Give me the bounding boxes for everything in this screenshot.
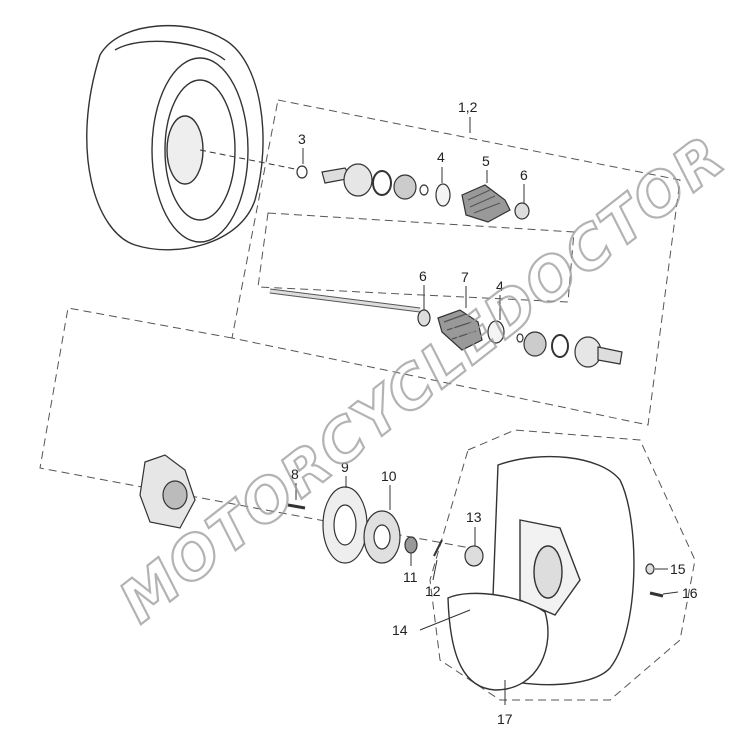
wheel-bottom-right	[419, 455, 635, 705]
callout-4a: 4	[437, 149, 445, 165]
callout-4b: 4	[496, 278, 504, 294]
cv-inner-joint	[574, 336, 602, 368]
bolt-8	[287, 503, 306, 510]
callout-10: 10	[381, 468, 397, 484]
lower-axle-parts	[269, 288, 623, 368]
callout-6a: 6	[520, 167, 528, 183]
callout-labels: 1,2 3 4 5 6 6 7 4 8 9 10 11 12 13 14 15 …	[291, 99, 698, 727]
callout-7: 7	[461, 269, 469, 285]
small-clamp-6a	[514, 202, 530, 220]
callout-3: 3	[298, 131, 306, 147]
callout-13: 13	[466, 509, 482, 525]
circlip-3	[296, 165, 308, 179]
callout-15: 15	[670, 561, 686, 577]
cap-13	[464, 545, 484, 567]
callout-16: 16	[682, 585, 698, 601]
clamp-4b	[487, 320, 505, 344]
small-clamp-6b	[417, 309, 431, 327]
rear-wheel-outline	[429, 429, 696, 701]
hub-parts	[139, 454, 664, 598]
callout-11: 11	[403, 569, 418, 585]
callout-9: 9	[341, 459, 349, 475]
upper-axle-parts	[296, 163, 530, 223]
tire-top-left	[86, 25, 301, 251]
callout-14: 14	[392, 622, 408, 638]
hub-group-outline	[39, 307, 471, 549]
callout-5: 5	[482, 153, 490, 169]
callout-12: 12	[425, 583, 441, 599]
axle-group-outline	[231, 99, 681, 426]
dashed-boundaries	[39, 99, 696, 701]
callout-6b: 6	[419, 268, 427, 284]
callout-1-2: 1,2	[458, 99, 478, 115]
stud-16	[649, 591, 664, 598]
clamp-4a	[435, 183, 451, 207]
leader-lines	[295, 117, 679, 595]
cotter-pin-12	[433, 539, 443, 557]
cv-outer-joint	[343, 163, 373, 197]
callout-17: 17	[497, 711, 513, 727]
nut-15	[645, 563, 655, 575]
callout-8: 8	[291, 466, 299, 482]
tire-tread-14	[447, 592, 549, 691]
boot-5	[461, 184, 511, 223]
nut-11	[404, 536, 418, 554]
